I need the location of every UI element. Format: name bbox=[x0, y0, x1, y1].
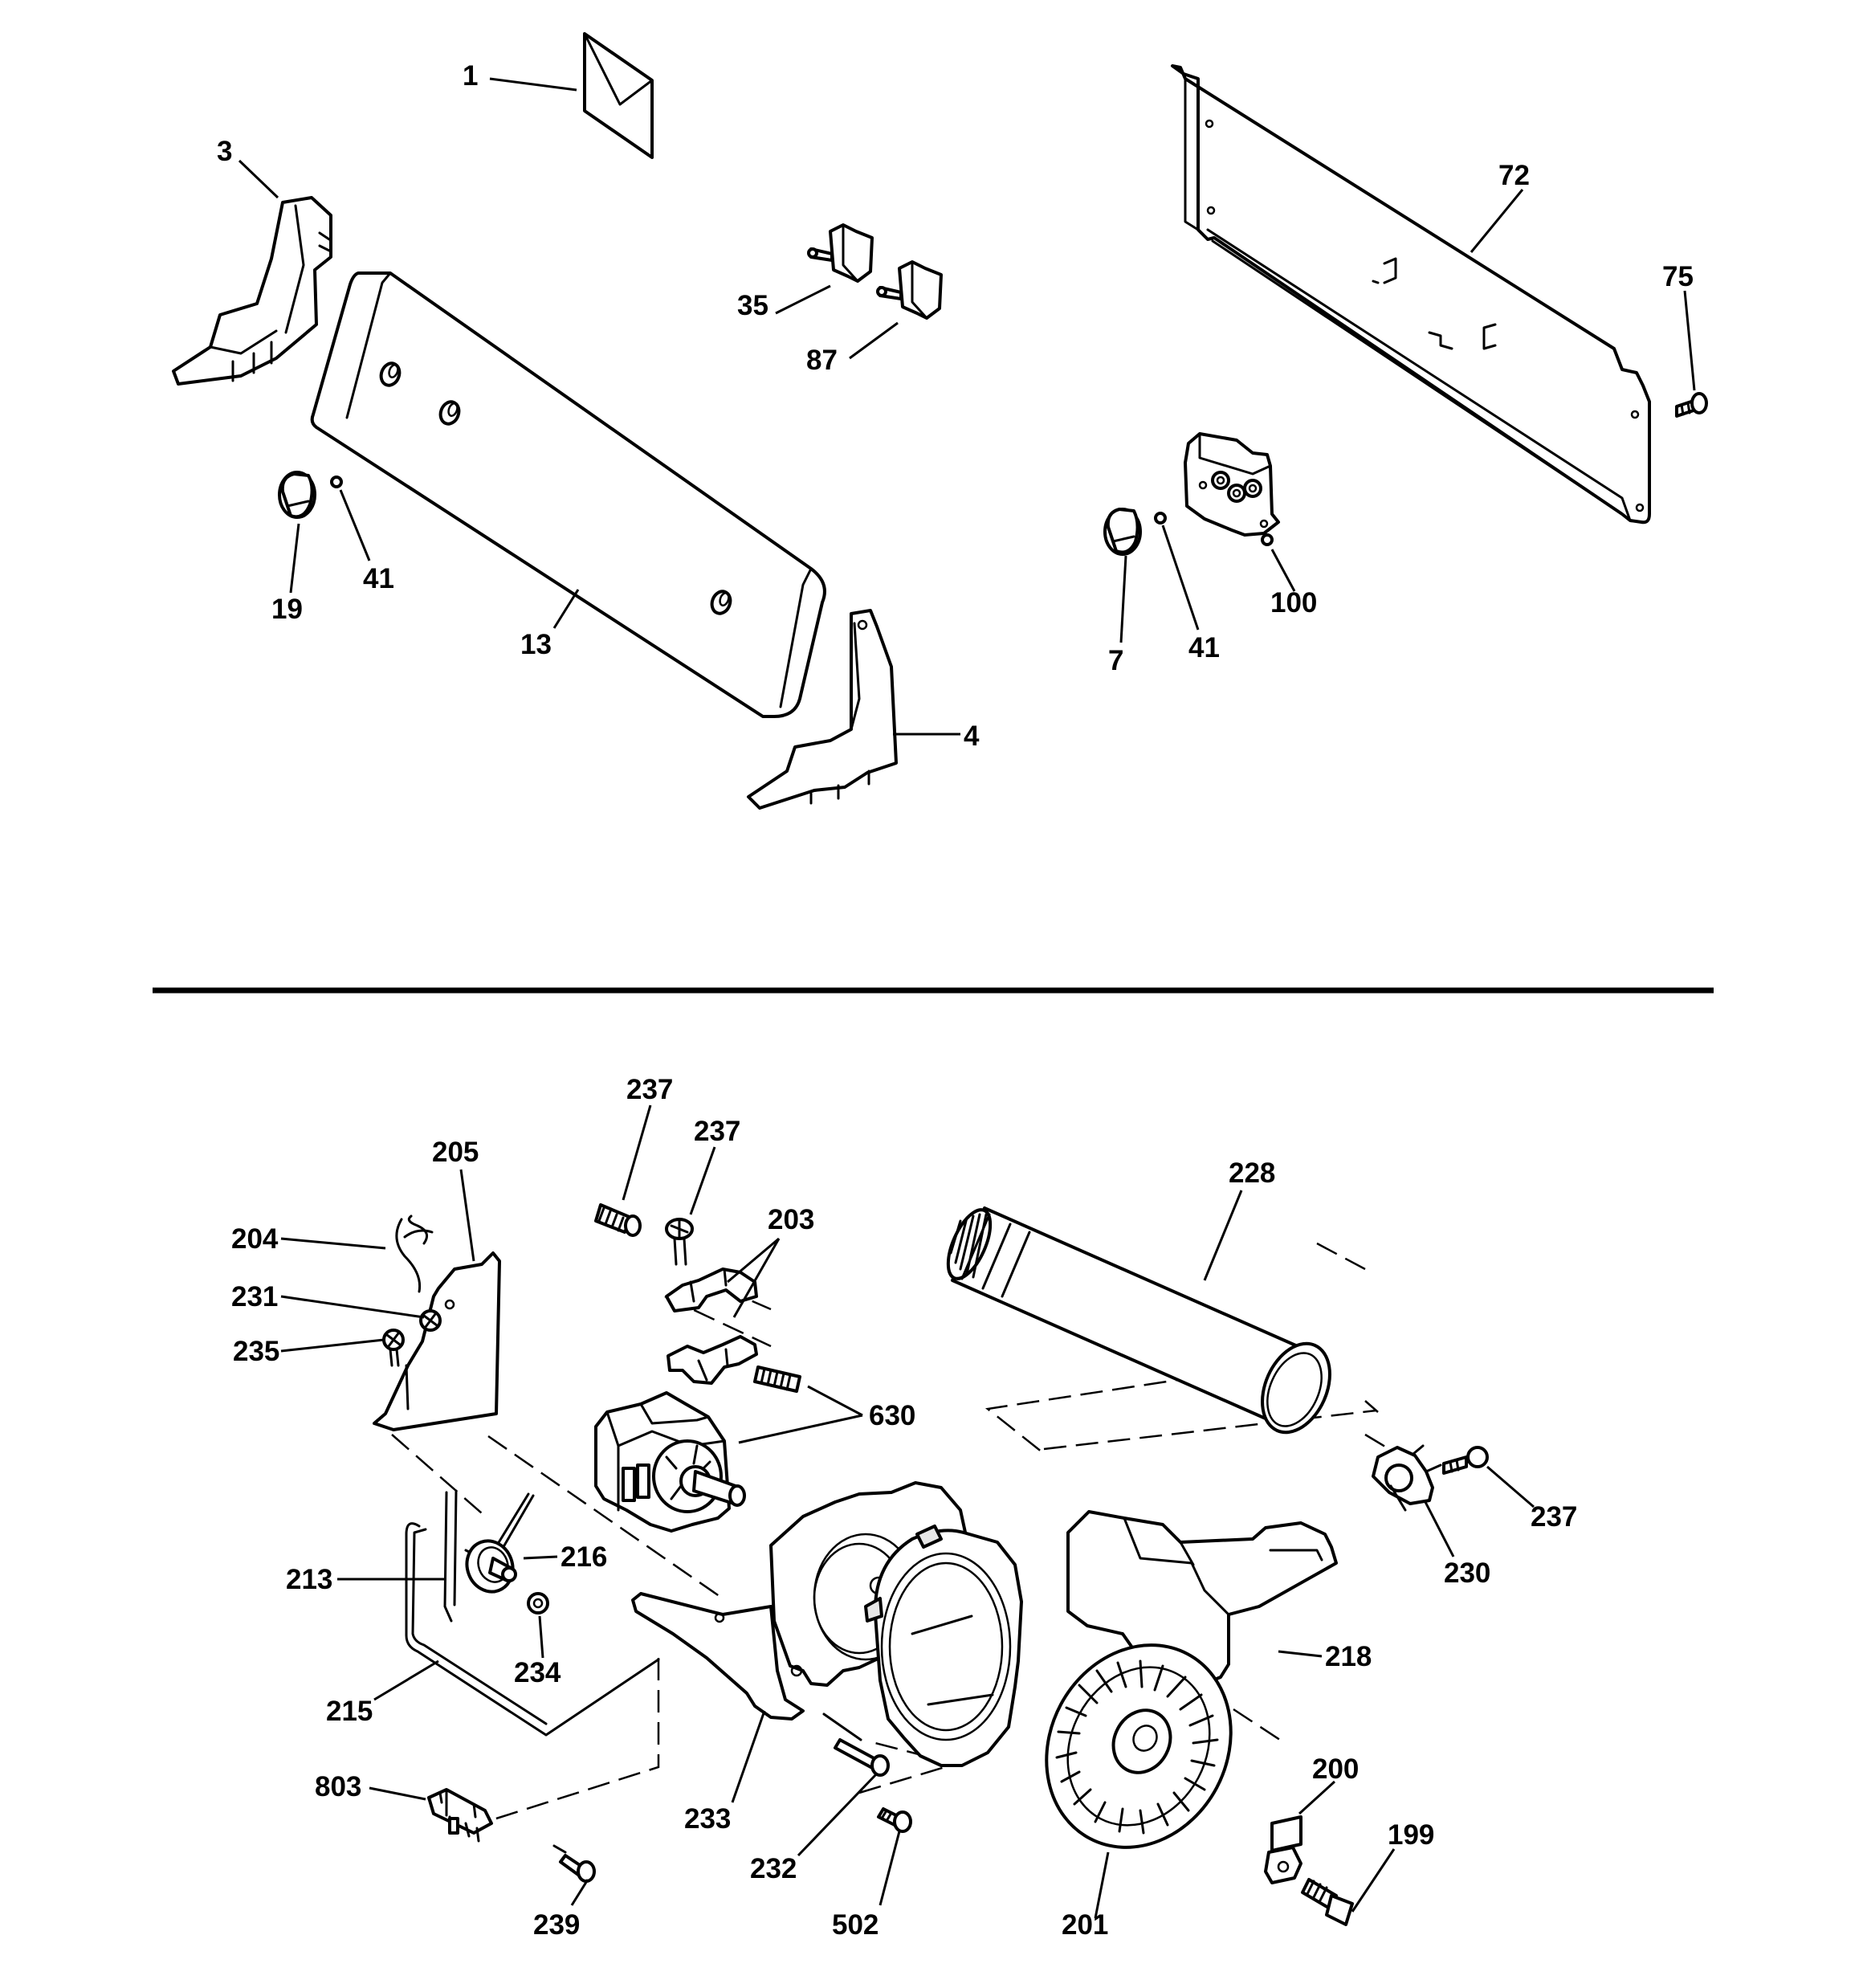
label-part-234: 234 bbox=[514, 1657, 561, 1688]
label-part-205: 205 bbox=[432, 1137, 479, 1168]
label-part-201: 201 bbox=[1062, 1909, 1108, 1941]
part-233-base-plate bbox=[631, 1592, 805, 1721]
top-leader-lines bbox=[238, 77, 1696, 736]
part-231-screw bbox=[419, 1309, 442, 1332]
part-239-screw bbox=[552, 1844, 596, 1883]
part-87-switch bbox=[876, 260, 943, 320]
label-part-4: 4 bbox=[964, 720, 980, 752]
label-part-35: 35 bbox=[737, 290, 768, 321]
part-237-screw-c bbox=[1442, 1446, 1489, 1475]
part-4-end-cap-right bbox=[747, 609, 898, 810]
label-part-13: 13 bbox=[520, 629, 552, 660]
label-part-41-right: 41 bbox=[1188, 632, 1220, 663]
label-part-235: 235 bbox=[233, 1336, 279, 1367]
label-part-72: 72 bbox=[1498, 160, 1530, 191]
part-41-clip-right bbox=[1154, 512, 1167, 525]
top-section: 1 3 35 87 19 41 13 4 72 75 100 7 41 bbox=[172, 32, 1708, 810]
part-232-bolt bbox=[822, 1712, 890, 1777]
label-part-215: 215 bbox=[326, 1696, 373, 1727]
label-part-7: 7 bbox=[1108, 645, 1123, 676]
label-part-237-b: 237 bbox=[694, 1116, 740, 1147]
blower-front-ring bbox=[864, 1525, 1023, 1767]
label-part-199: 199 bbox=[1388, 1819, 1434, 1851]
part-502-screw bbox=[877, 1807, 912, 1833]
part-19-knob bbox=[278, 471, 316, 519]
label-part-203: 203 bbox=[768, 1204, 814, 1235]
label-part-41-left: 41 bbox=[363, 563, 394, 594]
part-7-knob bbox=[1103, 508, 1142, 556]
label-part-87: 87 bbox=[806, 345, 838, 376]
label-part-19: 19 bbox=[271, 594, 303, 625]
label-part-231: 231 bbox=[231, 1281, 278, 1312]
label-part-204: 204 bbox=[231, 1223, 279, 1255]
label-part-237-c: 237 bbox=[1531, 1501, 1577, 1533]
label-part-803: 803 bbox=[315, 1771, 361, 1802]
part-234-washer bbox=[527, 1592, 549, 1614]
label-part-228: 228 bbox=[1229, 1157, 1275, 1189]
label-part-213: 213 bbox=[286, 1564, 332, 1595]
part-204-wire-clip bbox=[395, 1214, 434, 1293]
top-labels: 1 3 35 87 19 41 13 4 72 75 100 7 41 bbox=[217, 60, 1694, 752]
part-13-control-panel bbox=[310, 271, 826, 718]
part-235-screw bbox=[382, 1329, 405, 1367]
part-215-idler-spring bbox=[405, 1522, 660, 1737]
part-100-timer bbox=[1184, 432, 1280, 546]
label-part-75: 75 bbox=[1662, 261, 1694, 292]
label-part-216: 216 bbox=[561, 1541, 607, 1573]
bottom-labels: 237 237 205 203 228 204 231 235 630 237 … bbox=[231, 1074, 1577, 1941]
label-part-200: 200 bbox=[1312, 1753, 1359, 1785]
bottom-section: 237 237 205 203 228 204 231 235 630 237 … bbox=[231, 1074, 1577, 1941]
part-200-clip bbox=[1264, 1815, 1302, 1884]
part-230-thermostat bbox=[1372, 1444, 1442, 1512]
part-237-bolt-a bbox=[594, 1203, 642, 1237]
part-1-literature bbox=[583, 32, 654, 159]
bottom-leader-lines bbox=[280, 1104, 1535, 1919]
part-803-switch bbox=[427, 1788, 493, 1843]
part-205-bracket bbox=[373, 1251, 501, 1431]
part-237-screw-b bbox=[665, 1218, 694, 1266]
motor bbox=[594, 1391, 746, 1533]
part-41-clip-left bbox=[330, 476, 343, 488]
part-3-end-cap-left bbox=[172, 196, 332, 386]
label-part-630: 630 bbox=[869, 1400, 915, 1431]
part-75-screw bbox=[1675, 392, 1708, 418]
part-216-idler-pulley bbox=[465, 1492, 535, 1594]
part-203-motor-mounts bbox=[665, 1268, 758, 1385]
part-72-mounting-plate bbox=[1171, 64, 1651, 525]
part-201-blower-wheel bbox=[1045, 1643, 1233, 1849]
label-part-233: 233 bbox=[684, 1803, 731, 1835]
label-part-230: 230 bbox=[1444, 1557, 1490, 1589]
blower-blades bbox=[1055, 1659, 1219, 1835]
label-part-100: 100 bbox=[1270, 587, 1317, 618]
label-part-237-a: 237 bbox=[626, 1074, 673, 1105]
part-199-bolt bbox=[1301, 1878, 1354, 1926]
label-part-502: 502 bbox=[832, 1909, 879, 1941]
part-228-duct bbox=[946, 1206, 1331, 1435]
label-part-3: 3 bbox=[217, 136, 232, 167]
label-part-232: 232 bbox=[750, 1853, 797, 1884]
label-part-1: 1 bbox=[463, 60, 478, 92]
label-part-239: 239 bbox=[533, 1909, 580, 1941]
part-630-terminal-block bbox=[753, 1365, 801, 1393]
label-part-218: 218 bbox=[1325, 1641, 1372, 1672]
part-35-switch bbox=[807, 223, 874, 283]
